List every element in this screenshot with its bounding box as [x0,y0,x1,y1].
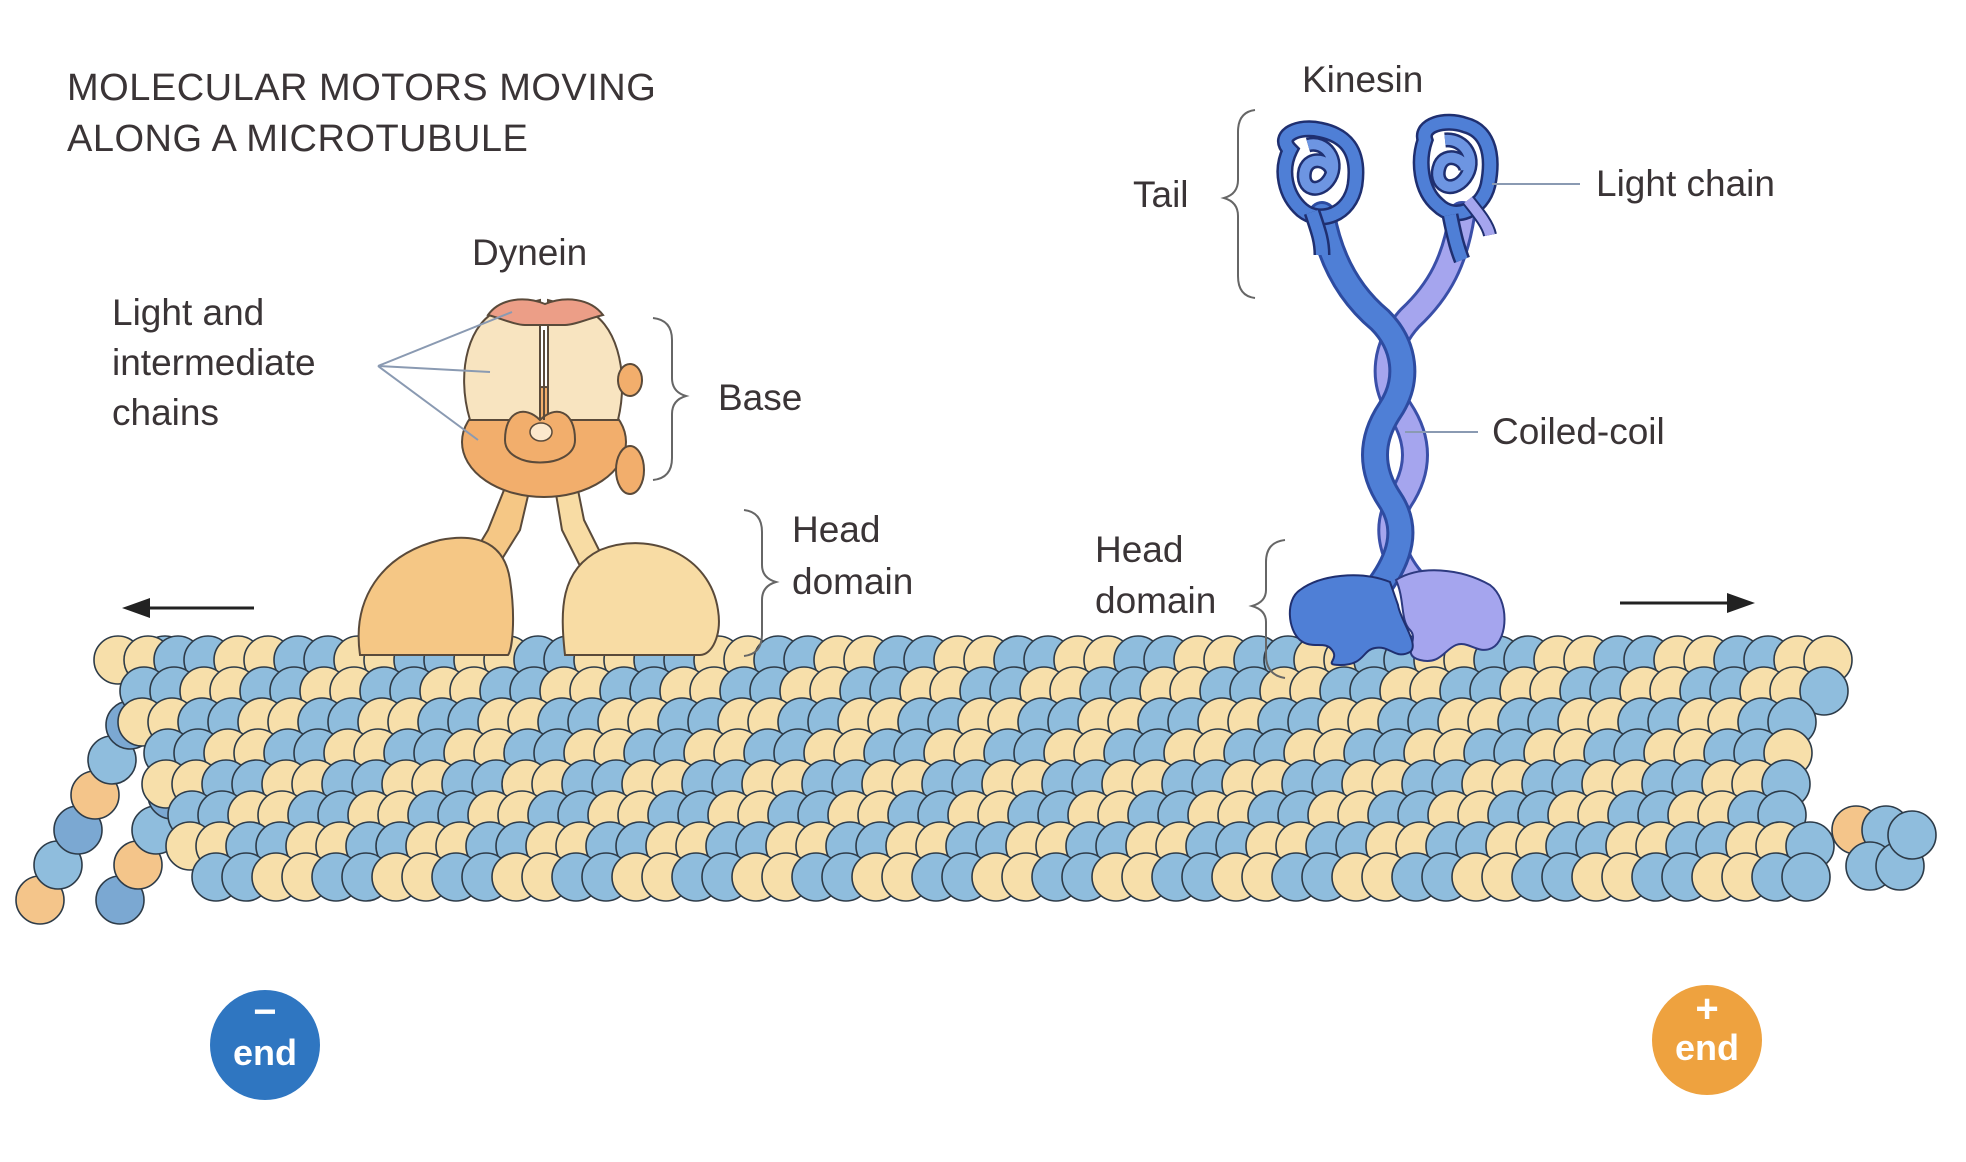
tubulin-subunit [1799,666,1849,716]
kinesin-head-right [1394,569,1506,662]
dynein-head-brace [743,509,780,657]
kinesin-tail-right [1412,113,1499,264]
dynein-motor [357,298,720,656]
dynein-name-label: Dynein [472,232,587,273]
minus-symbol: − [253,990,276,1034]
kinesin-motor [1276,113,1506,667]
minus-end-label: end [233,1032,297,1073]
dynein-chains-label-line-3: chains [112,392,219,433]
dynein-head-left [357,536,515,656]
microtubule [15,635,1937,925]
plus-end-marker: + end [1652,985,1762,1095]
kinesin-head-left [1288,574,1414,667]
kinesin-head-label-line-1: Head [1095,529,1183,570]
minus-end-marker: − end [210,990,320,1100]
kinesin-head-label-line-2: domain [1095,580,1216,621]
base-brace [652,317,690,481]
plus-symbol: + [1695,987,1718,1031]
dynein-chains-label-line-2: intermediate [112,342,316,383]
kinesin-coiled-coil-label: Coiled-coil [1492,411,1665,452]
tubulin-subunit [1887,810,1937,860]
chains-leader-line [377,311,513,367]
figure-title-line-1: MOLECULAR MOTORS MOVING [67,67,656,109]
dynein-chains-label-line-1: Light and [112,292,264,333]
minus-direction-arrow [122,598,254,618]
kinesin-tail-left [1276,120,1365,256]
plus-direction-arrow [1620,593,1755,613]
dynein-base-label: Base [718,377,802,418]
kinesin-tail-label: Tail [1133,174,1189,215]
plus-end-label: end [1675,1027,1739,1068]
tail-brace [1220,109,1256,299]
chains-leader-line [377,365,491,373]
dynein-head-label-line-1: Head [792,509,880,550]
dynein-head-right [561,542,720,656]
kinesin-head-brace [1248,539,1286,679]
tubulin-subunit [1781,852,1831,902]
chains-leader-line [377,365,479,441]
figure-title-line-2: ALONG A MICROTUBULE [67,118,528,160]
dynein-head-label-line-2: domain [792,561,913,602]
kinesin-light-chain-label: Light chain [1596,163,1775,204]
kinesin-name-label: Kinesin [1302,59,1423,100]
